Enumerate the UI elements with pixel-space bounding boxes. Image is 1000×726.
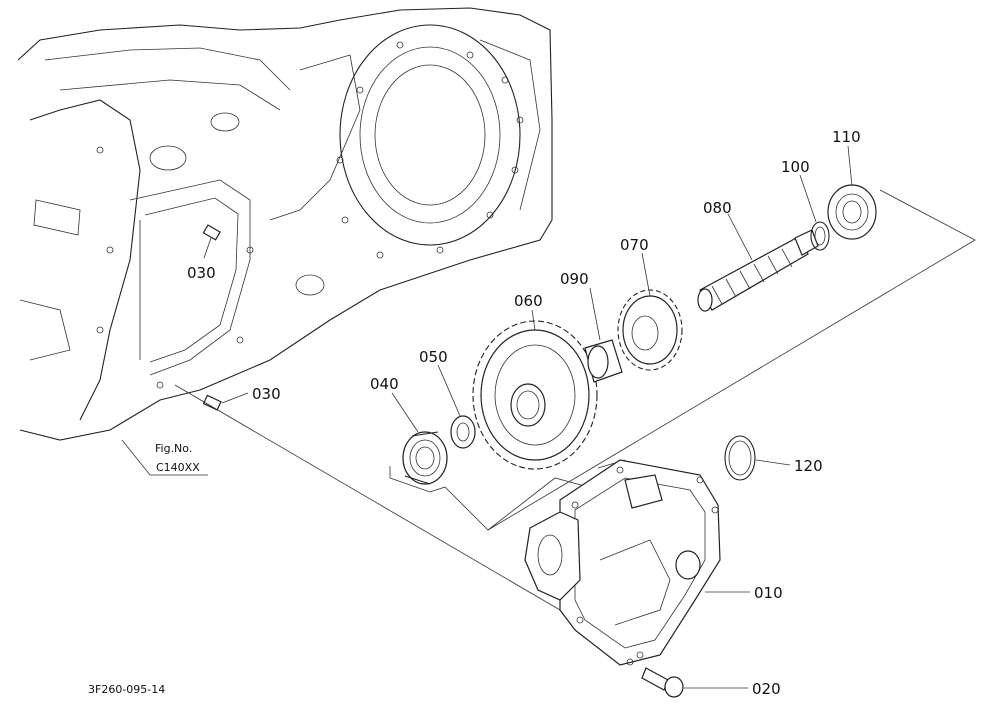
gear-070 [617,289,683,371]
snap-ring-100 [810,221,830,251]
label-010: 010 [754,584,783,602]
leader-lines [121,145,853,689]
label-080: 080 [703,199,732,217]
label-020: 020 [752,680,781,698]
label-030-upper: 030 [187,264,216,282]
label-040: 040 [370,375,399,393]
figure-ref-line1: Fig.No. [155,442,192,455]
label-120: 120 [794,457,823,475]
case-010 [524,459,721,666]
snap-ring-120 [724,435,756,481]
ball-bearing-040 [402,431,448,485]
label-070: 070 [620,236,649,254]
label-030-lower: 030 [252,385,281,403]
transmission-case [17,7,553,441]
diagram-code: 3F260-095-14 [88,683,165,696]
label-090: 090 [560,270,589,288]
alignment-line [174,384,561,611]
part-labels: 110 100 080 070 090 060 050 040 030 030 … [187,128,861,698]
ball-bearing-110 [827,184,877,240]
shaft-080 [697,229,819,312]
collar-090 [584,339,623,383]
bolt-020 [641,667,684,698]
figure-ref-line2: C140XX [156,461,200,474]
assembly-outline [389,189,976,531]
label-060: 060 [514,292,543,310]
label-110: 110 [832,128,861,146]
dowel-pin-lower [202,394,222,411]
label-050: 050 [419,348,448,366]
dowel-pin-upper [202,224,221,241]
label-100: 100 [781,158,810,176]
gear-060 [472,320,598,470]
collar-050 [450,415,476,449]
figure-reference: Fig.No. C140XX [155,442,200,474]
